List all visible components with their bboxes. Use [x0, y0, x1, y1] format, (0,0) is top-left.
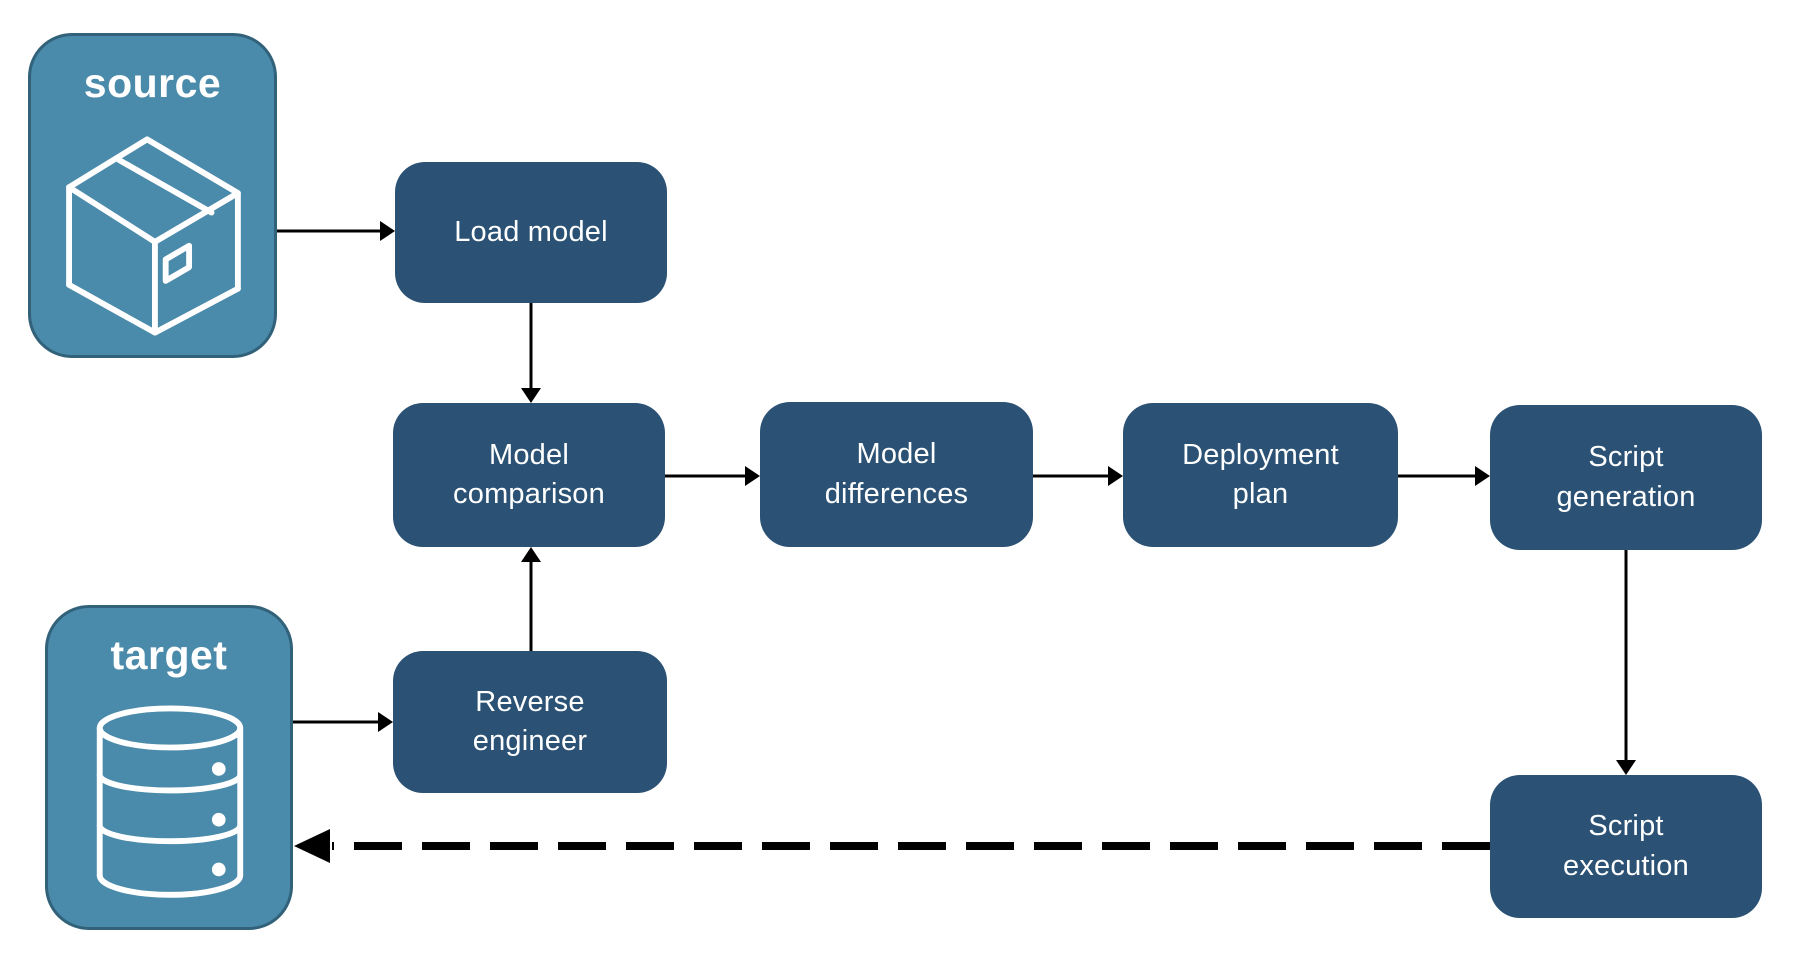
connector-model-differences-deployment-plan [1033, 466, 1123, 486]
connector-script-generation-script-execution [1616, 550, 1636, 775]
connector-source-load-model [277, 221, 395, 241]
node-model-comparison: Model comparison [393, 403, 665, 547]
node-target: target [45, 605, 293, 930]
node-label: Load model [454, 215, 608, 248]
package-box-icon [66, 136, 241, 336]
node-label: Deployment plan [1182, 438, 1339, 510]
node-script-execution: Script execution [1490, 775, 1762, 918]
node-label: Script generation [1556, 441, 1696, 513]
connector-load-model-model-comparison [521, 303, 541, 403]
node-label: Model comparison [453, 438, 605, 510]
node-model-differences: Model differences [760, 402, 1033, 547]
node-script-generation: Script generation [1490, 405, 1762, 550]
source-label: source [83, 60, 222, 106]
node-label: Reverse engineer [472, 685, 588, 757]
connector-script-execution-target-dashed [294, 829, 1490, 863]
node-label: Script execution [1563, 810, 1689, 882]
connector-target-reverse-engineer [293, 712, 393, 732]
target-label: target [110, 632, 228, 678]
connector-model-comparison-model-differences [665, 466, 760, 486]
connector-deployment-plan-script-generation [1398, 466, 1490, 486]
node-deployment-plan: Deployment plan [1123, 403, 1398, 547]
database-icon [96, 705, 244, 898]
node-source: source [28, 33, 277, 358]
connector-reverse-engineer-model-comparison [521, 547, 541, 651]
node-label: Model differences [824, 438, 969, 510]
node-load-model: Load model [395, 162, 667, 303]
node-reverse-engineer: Reverse engineer [393, 651, 667, 793]
